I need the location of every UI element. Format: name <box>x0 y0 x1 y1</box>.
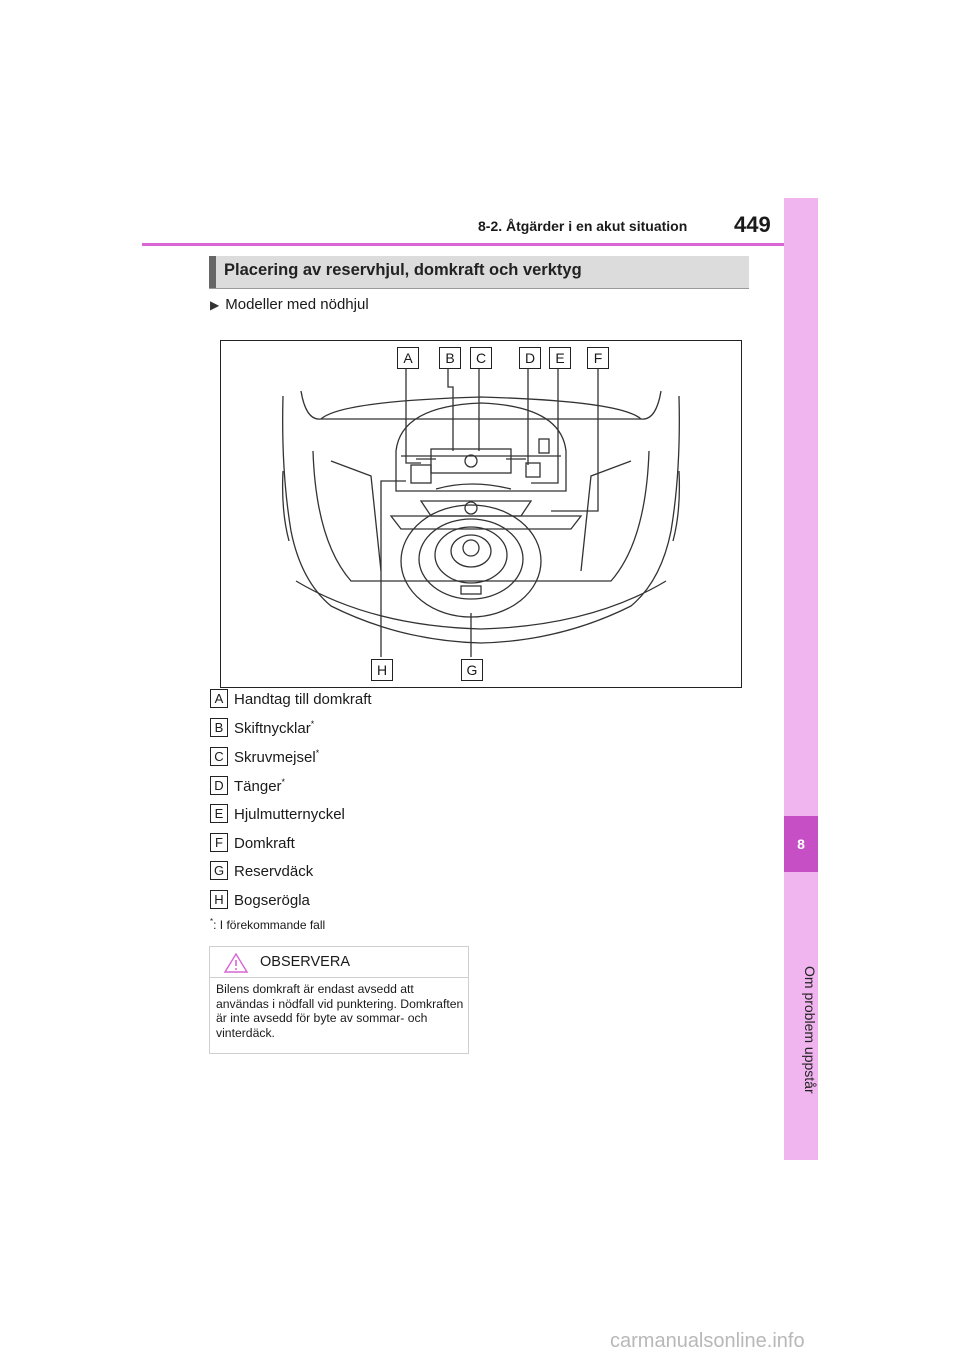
warning-icon <box>224 953 248 973</box>
footnote-mark: * <box>210 917 214 926</box>
section-accent <box>209 256 216 288</box>
legend-badge: E <box>210 804 228 823</box>
page-number: 449 <box>734 212 771 237</box>
legend-badge: D <box>210 776 228 795</box>
legend-item-e: E Hjulmutternyckel <box>210 804 345 824</box>
legend-item-b: B Skiftnycklar* <box>210 718 314 738</box>
subtitle: ▶ Modeller med nödhjul <box>210 296 369 313</box>
legend-item-c: C Skruvmejsel* <box>210 747 319 767</box>
notice-body: Bilens domkraft är endast avsedd att anv… <box>216 982 464 1040</box>
legend-badge: F <box>210 833 228 852</box>
legend-badge: B <box>210 718 228 737</box>
figure-label-h: H <box>371 659 393 681</box>
side-tab-number: 8 <box>784 816 818 872</box>
header-rule <box>142 243 784 246</box>
legend-text: Skiftnycklar <box>234 719 311 737</box>
side-tab <box>784 198 818 1160</box>
legend-text: Hjulmutternyckel <box>234 805 345 823</box>
figure-label-g: G <box>461 659 483 681</box>
figure-label-d: D <box>519 347 541 369</box>
figure-label-b: B <box>439 347 461 369</box>
figure-label-e: E <box>549 347 571 369</box>
legend-badge: G <box>210 861 228 880</box>
legend-item-h: H Bogserögla <box>210 890 310 910</box>
chapter-title: 8-2. Åtgärder i en akut situation <box>478 218 688 234</box>
notice-box: OBSERVERA Bilens domkraft är endast avse… <box>209 946 469 1054</box>
legend-text: Reservdäck <box>234 862 314 880</box>
legend-badge: C <box>210 747 228 766</box>
notice-heading: OBSERVERA <box>260 954 350 970</box>
legend-note: * <box>281 776 286 787</box>
legend-text: Bogserögla <box>234 891 310 909</box>
legend-note: * <box>310 718 315 729</box>
trunk-drawing <box>281 369 681 657</box>
legend-text: Domkraft <box>234 834 295 852</box>
legend-item-d: D Tänger* <box>210 776 285 796</box>
legend-item-g: G Reservdäck <box>210 861 313 881</box>
section-title: Placering av reservhjul, domkraft och ve… <box>224 261 582 279</box>
notice-header: OBSERVERA <box>210 947 468 978</box>
side-tab-label: Om problem uppstår <box>802 966 818 1094</box>
legend-note: * <box>315 747 320 758</box>
legend-item-f: F Domkraft <box>210 833 295 853</box>
footnote-text: : I förekommande fall <box>213 918 326 932</box>
figure-label-c: C <box>470 347 492 369</box>
legend-text: Skruvmejsel <box>234 748 316 766</box>
watermark: carmanualsonline.info <box>610 1330 805 1352</box>
footnote: *: I förekommande fall <box>210 917 325 932</box>
legend-badge: A <box>210 689 228 708</box>
figure-label-f: F <box>587 347 609 369</box>
legend-badge: H <box>210 890 228 909</box>
legend-item-a: A Handtag till domkraft <box>210 689 372 709</box>
legend-text: Handtag till domkraft <box>234 690 372 708</box>
section-heading: Placering av reservhjul, domkraft och ve… <box>209 256 749 289</box>
triangle-bullet-icon: ▶ <box>210 298 220 312</box>
figure-label-a: A <box>397 347 419 369</box>
legend-text: Tänger <box>234 777 282 795</box>
subtitle-text: Modeller med nödhjul <box>225 296 369 313</box>
trunk-illustration: A B C D E F H G <box>220 340 742 688</box>
